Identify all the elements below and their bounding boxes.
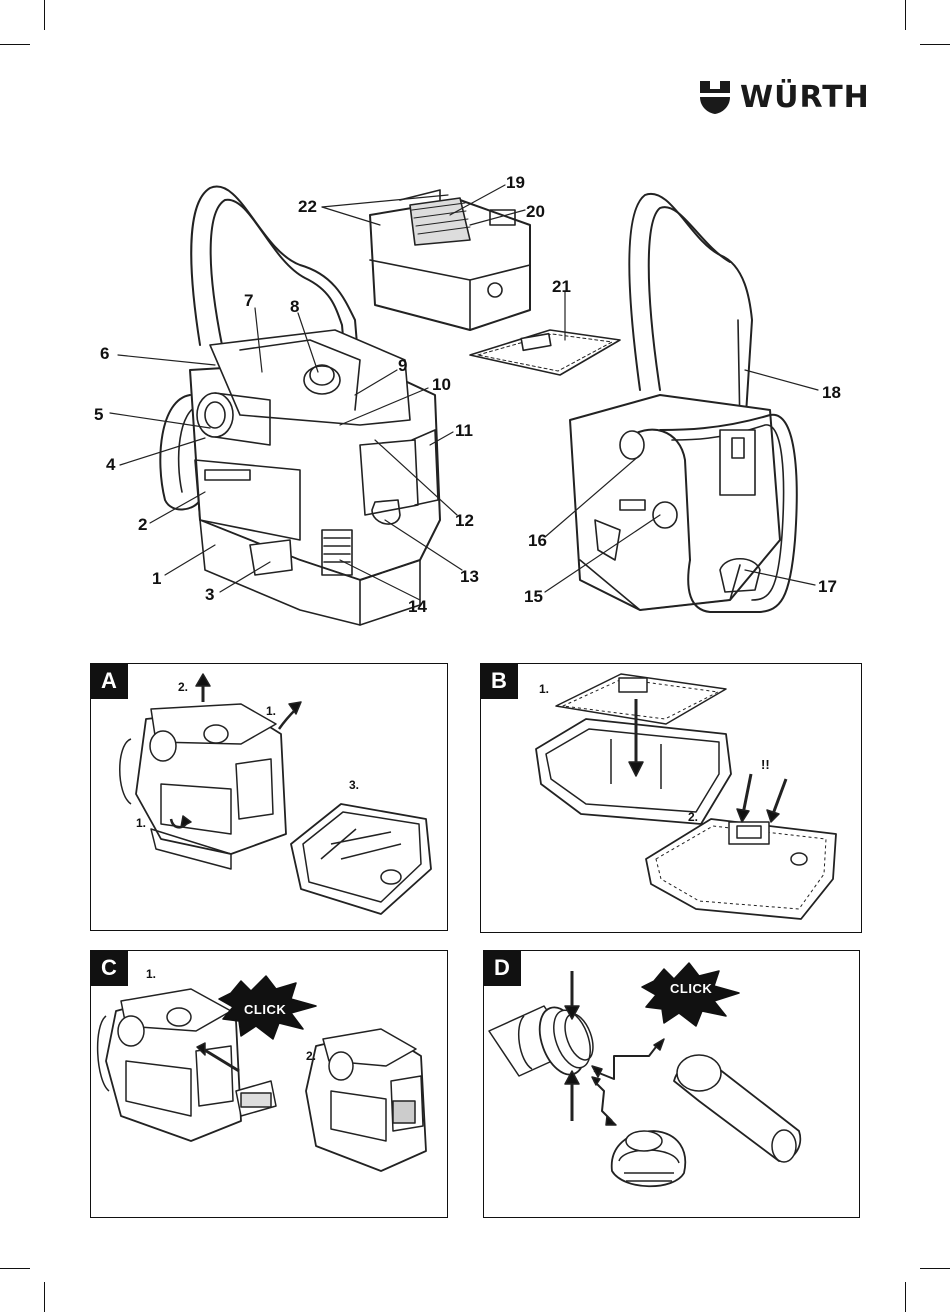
callout-2: 2 [138, 516, 147, 533]
panel-b-tag: B [480, 663, 518, 699]
panel-c-illustration [91, 951, 447, 1217]
callout-11: 11 [455, 422, 473, 439]
callout-5: 5 [94, 406, 103, 423]
callout-6: 6 [100, 345, 109, 362]
callout-19: 19 [506, 174, 525, 191]
callout-8: 8 [290, 298, 299, 315]
product-overview-illustration [0, 0, 950, 650]
panel-c-step-1: 1. [146, 967, 156, 981]
callout-13: 13 [460, 568, 479, 585]
callout-14: 14 [408, 598, 427, 615]
crop-mark [0, 1268, 30, 1269]
filter-cassette-illustration [370, 190, 530, 330]
callout-17: 17 [818, 578, 837, 595]
callout-20: 20 [526, 203, 545, 220]
panel-b: B 1. 2. !! [480, 663, 862, 933]
crop-mark [920, 1268, 950, 1269]
panel-b-step-1: 1. [539, 682, 549, 696]
panel-a-step-1-top: 1. [266, 704, 276, 718]
panel-b-warning: !! [761, 757, 770, 772]
panel-a-tag: A [90, 663, 128, 699]
vacuum-rear-view [570, 194, 797, 612]
callout-18: 18 [822, 384, 841, 401]
crop-mark [44, 1282, 45, 1312]
crop-mark [905, 1282, 906, 1312]
panel-d: D CLICK [483, 950, 860, 1218]
callout-21: 21 [552, 278, 571, 295]
callout-22: 22 [298, 198, 317, 215]
callout-10: 10 [432, 376, 451, 393]
callout-7: 7 [244, 292, 253, 309]
callout-15: 15 [524, 588, 543, 605]
panel-b-illustration [481, 664, 861, 932]
panel-c-tag: C [90, 950, 128, 986]
panel-a-step-3: 3. [349, 778, 359, 792]
panel-a-step-1-bottom: 1. [136, 816, 146, 830]
filter-bag-illustration [470, 330, 620, 375]
panel-b-step-2: 2. [688, 810, 698, 824]
panel-c: C 1. 2. CLICK [90, 950, 448, 1218]
callout-9: 9 [398, 357, 407, 374]
panel-c-step-2: 2. [306, 1049, 316, 1063]
panel-d-tag: D [483, 950, 521, 986]
callout-1: 1 [152, 570, 161, 587]
panel-c-click-label: CLICK [244, 1002, 286, 1017]
callout-3: 3 [205, 586, 214, 603]
panel-d-click-label: CLICK [670, 981, 712, 996]
panel-a-step-2: 2. [178, 680, 188, 694]
callout-4: 4 [106, 456, 115, 473]
panel-a: A 2. 1. 1. 3. [90, 663, 448, 931]
callout-16: 16 [528, 532, 547, 549]
callout-12: 12 [455, 512, 474, 529]
